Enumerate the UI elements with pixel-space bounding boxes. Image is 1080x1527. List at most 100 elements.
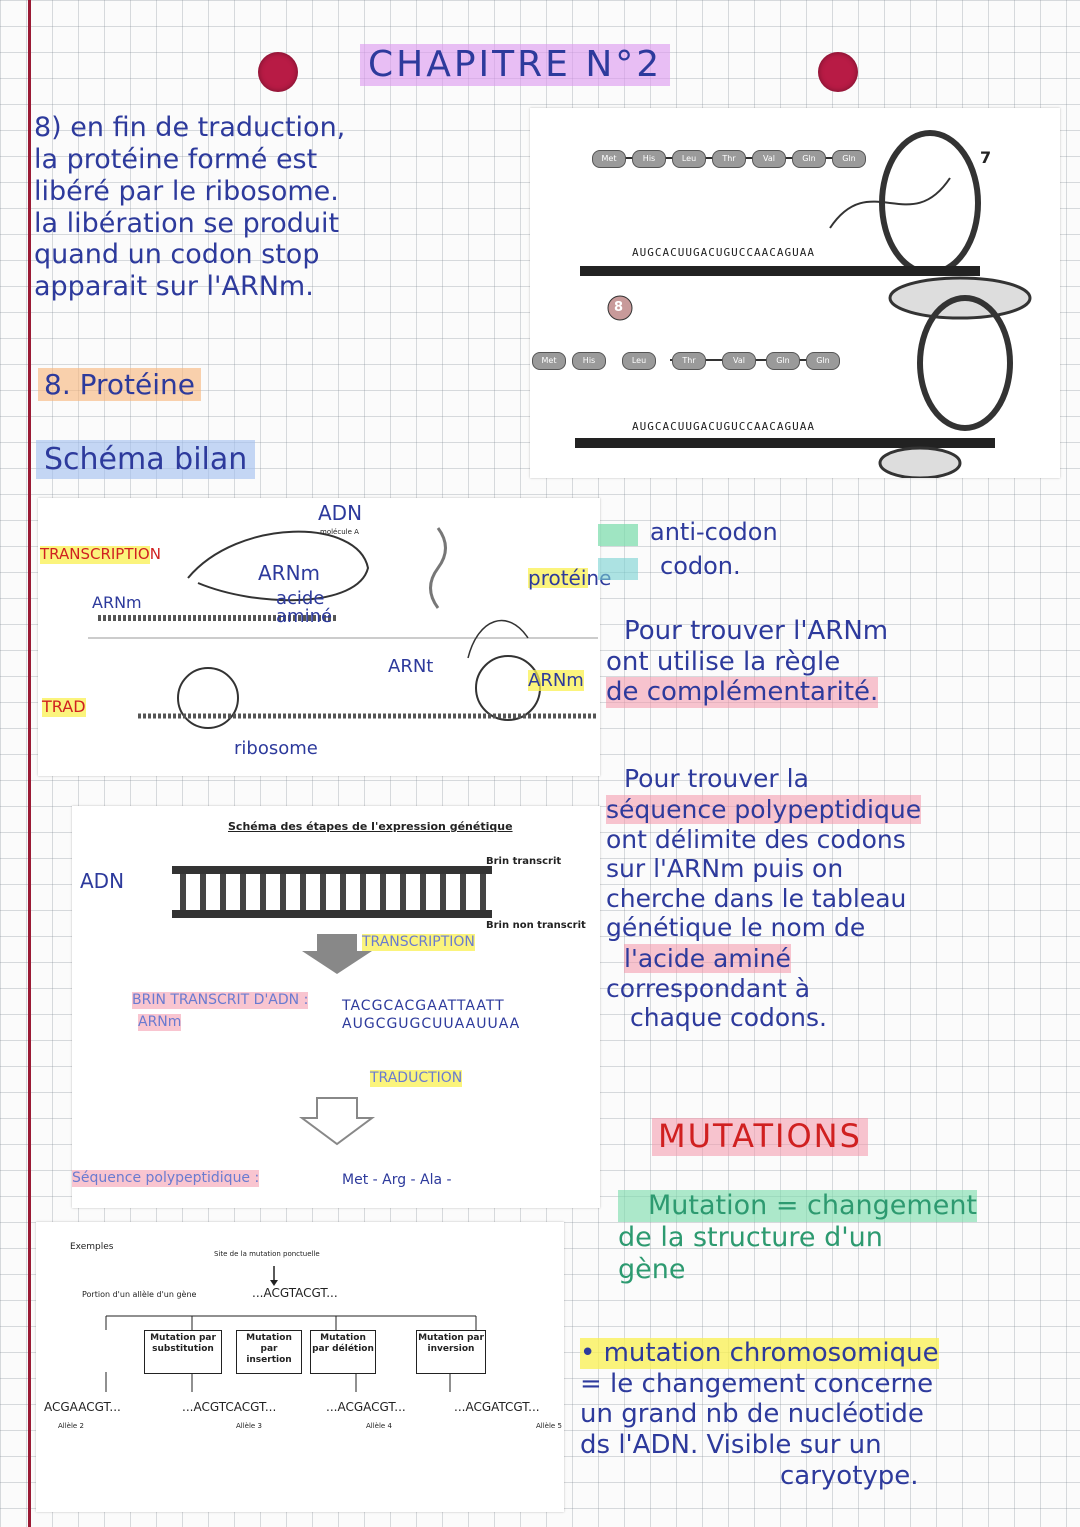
text-line: correspondant à <box>606 973 811 1003</box>
translation-diagram <box>575 130 1032 478</box>
chromo-line: = le changement concerne <box>580 1368 934 1399</box>
note-line: la libération se produit <box>34 207 340 239</box>
portion-label: Portion d'un allèle d'un gène <box>82 1290 197 1299</box>
text-line: ont délimite des codons <box>606 824 906 854</box>
note-line: libéré par le ribosome. <box>34 175 339 207</box>
text-line: Pour trouver l'ARNm <box>624 616 889 646</box>
aa-val: Val <box>722 352 756 370</box>
box-insertion: Mutation par insertion <box>236 1330 302 1374</box>
note-line: quand un codon stop <box>34 239 320 271</box>
allele-5: Allèle 5 <box>536 1422 562 1430</box>
mutation-figure: Exemples Site de la mutation ponctuelle … <box>36 1222 564 1512</box>
aa-his: His <box>632 150 666 168</box>
original-sequence: ...ACGTACGT... <box>252 1286 338 1300</box>
mutation-chromosomique: • mutation chromosomique = le changement… <box>580 1338 1070 1491</box>
text-line: cherche dans le tableau <box>606 883 907 913</box>
text-line: Pour trouver la <box>624 764 809 793</box>
text-line: de complémentarité. <box>606 677 879 709</box>
brin-label: BRIN TRANSCRIT D'ADN : <box>132 992 309 1009</box>
result-deletion: ...ACGACGT... <box>326 1400 406 1414</box>
bilan-ribosome: ribosome <box>234 738 318 759</box>
sequence-value: Met - Arg - Ala - <box>342 1172 452 1188</box>
strand-non-transcribed: Brin non transcrit <box>486 920 586 931</box>
text-arnm: Pour trouver l'ARNm ont utilise la règle… <box>606 616 1066 709</box>
aa-met: Met <box>592 150 626 168</box>
box-substitution: Mutation par substitution <box>144 1330 222 1374</box>
aa-val: Val <box>752 150 786 168</box>
expression-figure: Schéma des étapes de l'expression généti… <box>72 806 600 1208</box>
arnm-sequence: AUGCGUGCUUAAUUAA <box>342 1016 521 1032</box>
bilan-arnm-mid: ARNm <box>258 561 321 585</box>
codon-swatch <box>598 558 638 580</box>
bilan-trad: TRAD <box>42 697 86 717</box>
mutation-diagram <box>105 1266 477 1392</box>
margin-line <box>28 0 31 1527</box>
sequence-label: Séquence polypeptidique : <box>72 1170 260 1187</box>
aa-thr: Thr <box>672 352 706 370</box>
allele-2: Allèle 2 <box>58 1422 84 1430</box>
binder-hole-right <box>818 52 858 92</box>
legend-anticodon: anti-codon <box>650 518 778 546</box>
anticodon-swatch <box>598 524 638 546</box>
expression-transcription: TRANSCRIPTION <box>362 934 475 951</box>
bilan-acide-amine: acide aminé <box>276 588 333 627</box>
page-title: CHAPITRE N°2 <box>360 44 671 87</box>
chromo-line: • mutation chromosomique <box>580 1338 939 1369</box>
legend-codon: codon. <box>660 552 741 580</box>
bilan-arnm-left: ARNm <box>92 593 142 612</box>
bilan-molecule-a: molécule A <box>320 528 359 536</box>
expression-diagram <box>172 866 492 1146</box>
bilan-proteine: protéine <box>528 566 612 590</box>
aa-gln: Gln <box>806 352 840 370</box>
mutation-definition: Mutation = changement de la structure d'… <box>618 1190 1068 1286</box>
text-line: ont utilise la règle <box>606 646 841 677</box>
expression-title: Schéma des étapes de l'expression généti… <box>228 820 513 833</box>
aa-his: His <box>572 352 606 370</box>
arnm-label: ARNm <box>138 1014 182 1031</box>
box-deletion: Mutation par délétion <box>310 1330 376 1374</box>
result-insertion: ...ACGTCACGT... <box>182 1400 277 1414</box>
schema-bilan-title: Schéma bilan <box>36 440 256 480</box>
bilan-transcription: TRANSCRIPTION <box>40 545 161 564</box>
allele-4: Allèle 4 <box>366 1422 392 1430</box>
chromo-line: un grand nb de nucléotide <box>580 1399 924 1430</box>
expression-traduction: TRADUCTION <box>370 1070 463 1087</box>
chromo-line: ds l'ADN. Visible sur un <box>580 1430 882 1461</box>
def-line: Mutation = changement <box>618 1190 978 1222</box>
note-line: 8) en fin de traduction, <box>34 112 346 143</box>
label-8: 8 <box>614 300 624 315</box>
aa-leu: Leu <box>622 352 656 370</box>
label-7: 7 <box>980 148 992 167</box>
bottom-mrna-sequence: AUGCACUUGACUGUCCAACAGUAA <box>632 420 815 433</box>
site-label: Site de la mutation ponctuelle <box>214 1250 320 1258</box>
aa-gln: Gln <box>766 352 800 370</box>
aa-thr: Thr <box>712 150 746 168</box>
text-line: l'acide aminé <box>624 943 791 973</box>
allele-3: Allèle 3 <box>236 1422 262 1430</box>
aa-gln: Gln <box>832 150 866 168</box>
bilan-figure: ADN molécule A TRANSCRIPTION ARNm ARNm a… <box>38 498 612 776</box>
note-line: la protéine formé est <box>34 143 318 175</box>
label-8-proteine: 8. Protéine <box>38 368 201 402</box>
bilan-arnm-right: ARNm <box>528 670 584 692</box>
bilan-adn: ADN <box>318 501 363 525</box>
text-line: séquence polypeptidique <box>606 794 922 824</box>
chromo-line: caryotype. <box>780 1460 919 1491</box>
mutations-title: MUTATIONS <box>652 1117 868 1156</box>
result-inversion: ...ACGATCGT... <box>454 1400 540 1414</box>
text-sequence: Pour trouver la séquence polypeptidique … <box>606 764 1072 1033</box>
text-line: génétique le nom de <box>606 913 866 942</box>
text-line: chaque codons. <box>630 1003 827 1032</box>
result-substitution: ACGAACGT... <box>44 1400 121 1414</box>
strand-transcribed: Brin transcrit <box>486 856 562 867</box>
bilan-diagram <box>88 527 598 729</box>
bilan-arnt: ARNt <box>388 656 434 677</box>
expression-adn: ADN <box>80 869 125 893</box>
note-line: apparait sur l'ARNm. <box>34 271 314 303</box>
text-line: sur l'ARNm puis on <box>606 854 844 883</box>
aa-gln: Gln <box>792 150 826 168</box>
legend: anti-codon codon. <box>598 518 898 588</box>
box-inversion: Mutation par inversion <box>416 1330 486 1374</box>
translation-figure: Met His Leu Thr Val Gln Gln AUGCACUUGACU… <box>530 108 1060 478</box>
aa-leu: Leu <box>672 150 706 168</box>
